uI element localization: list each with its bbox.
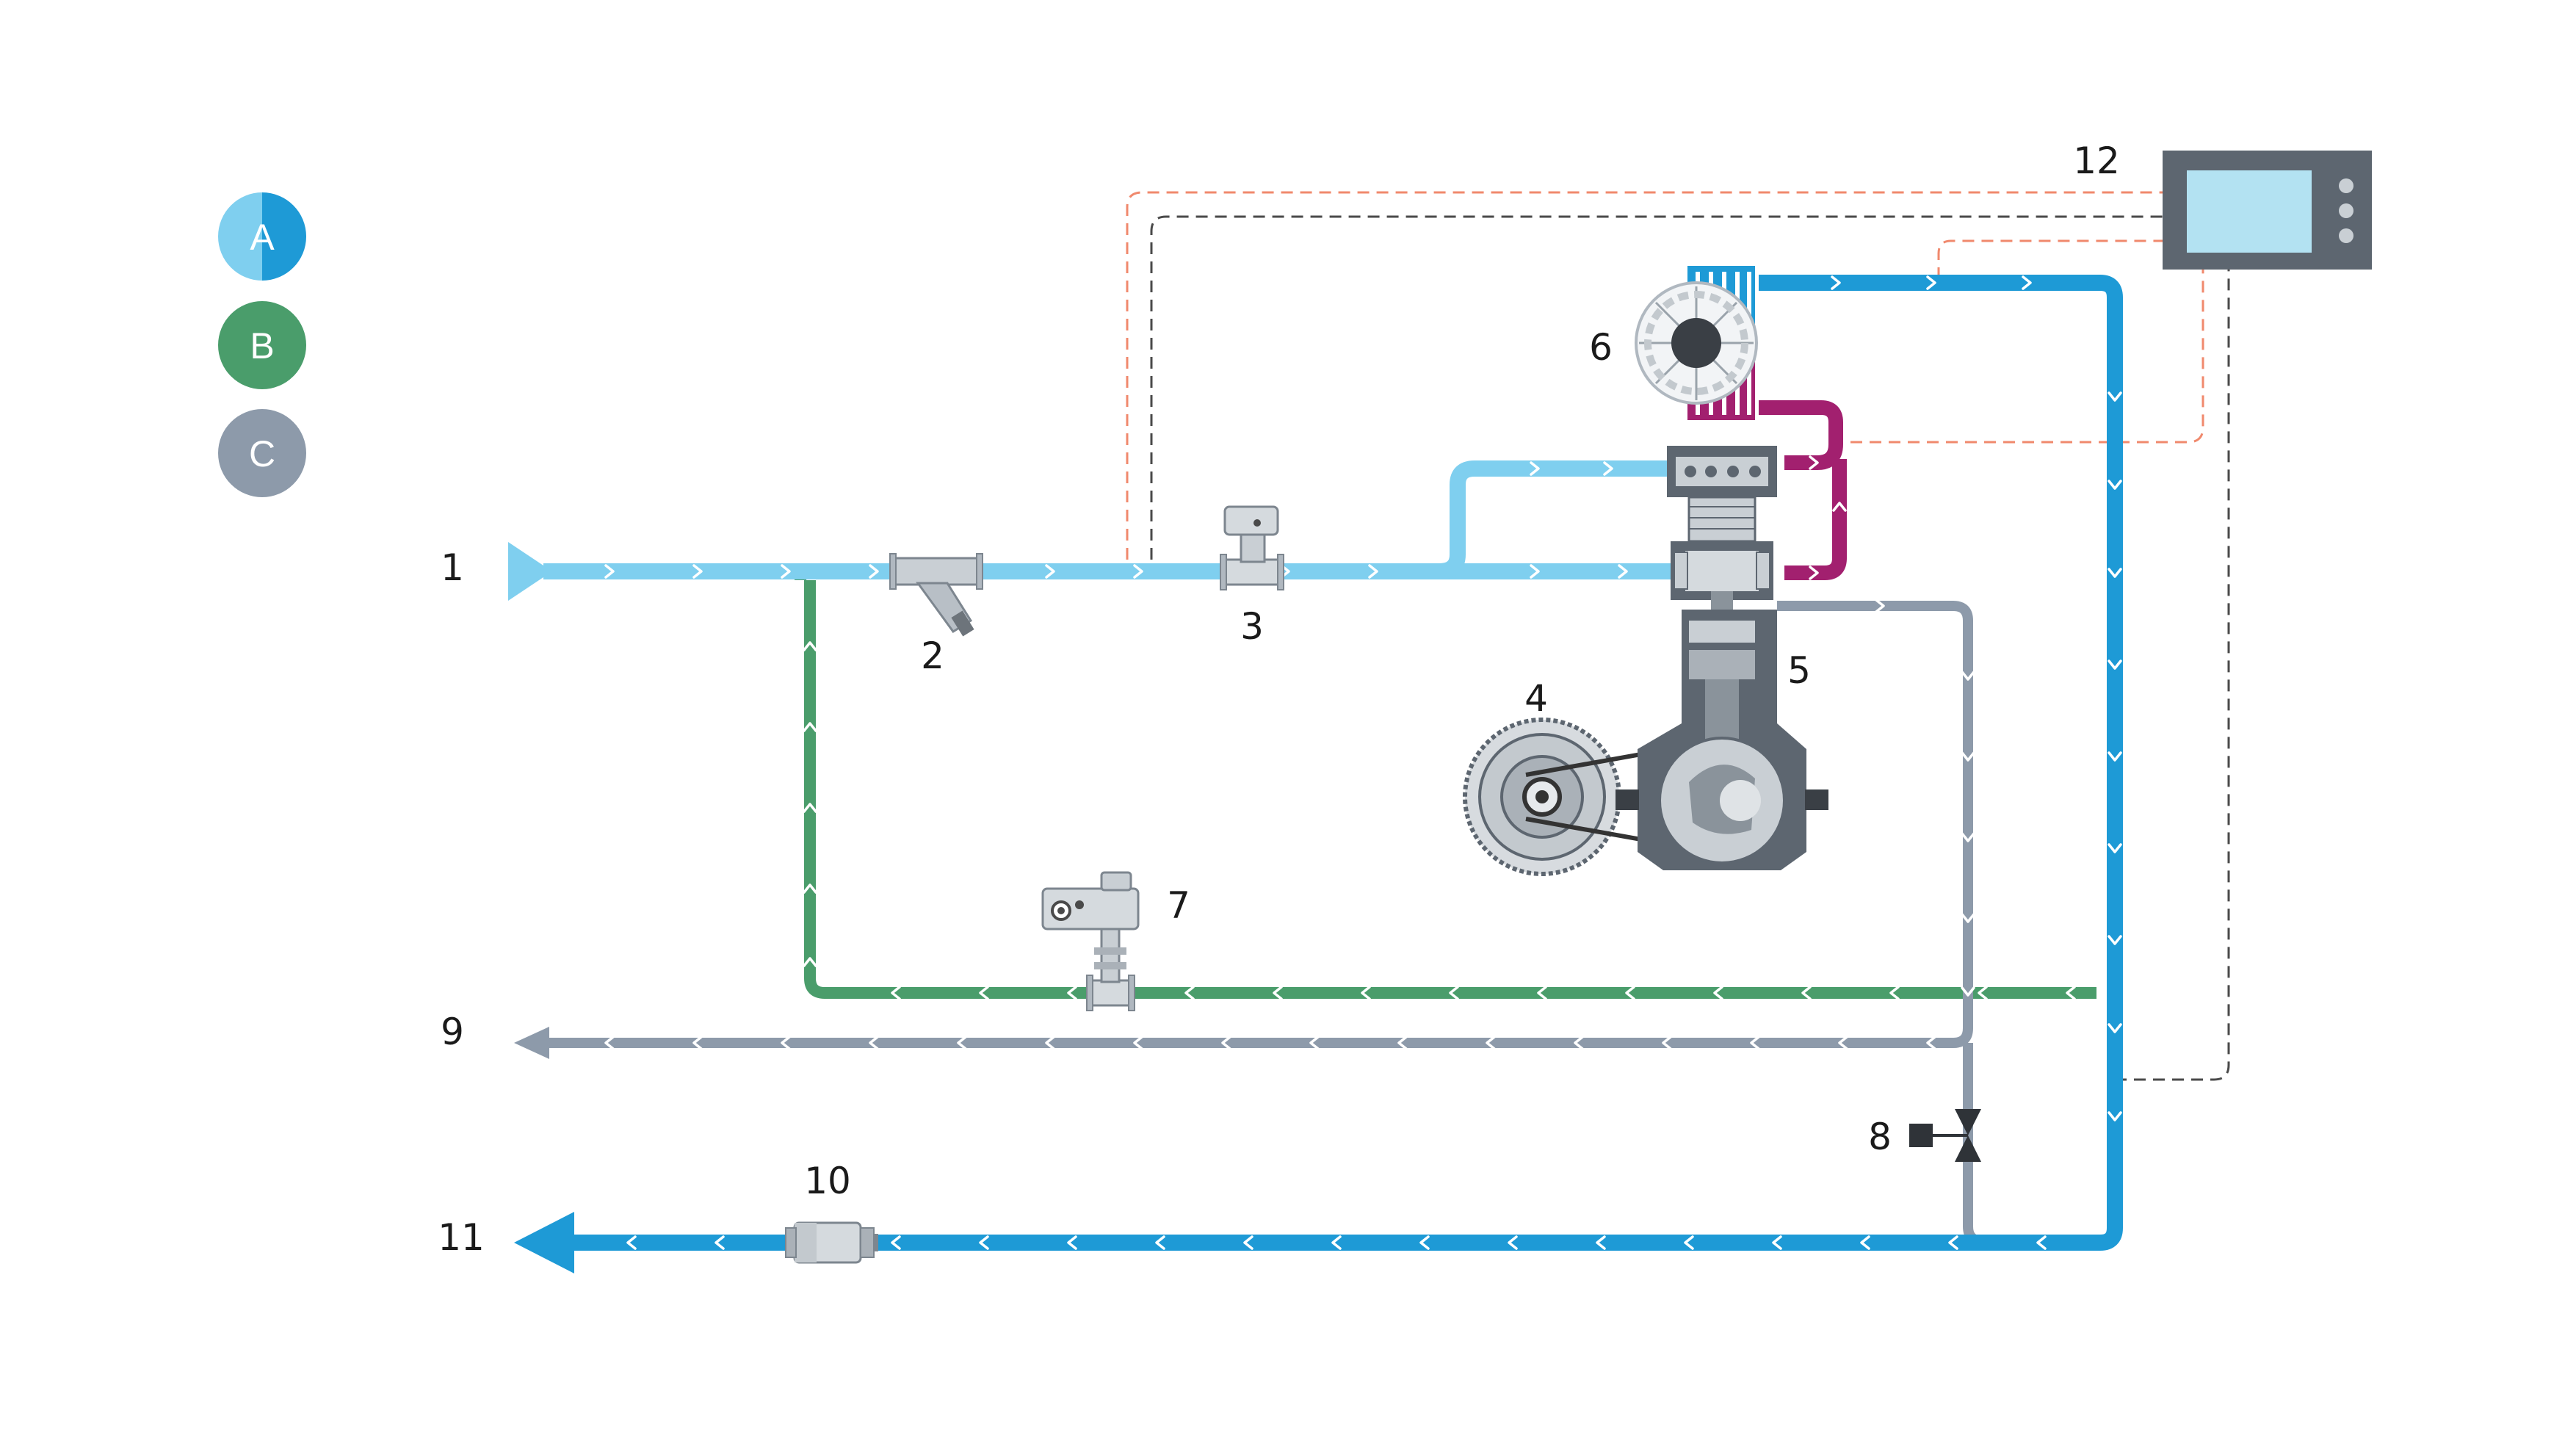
controller-icon[interactable] — [2163, 151, 2372, 270]
flow-meter-icon[interactable] — [1220, 505, 1284, 590]
label-4: 4 — [1524, 677, 1548, 720]
signal-line-orange-1 — [1126, 191, 2163, 560]
outlet-arrow-11 — [514, 1212, 574, 1273]
signal-lines — [1126, 191, 2230, 1081]
magenta-line — [1759, 400, 1847, 580]
signal-line-orange-3 — [1850, 268, 2204, 444]
y-strainer-icon[interactable] — [889, 553, 983, 637]
signal-line-dark-1 — [1150, 215, 2163, 560]
label-5: 5 — [1787, 649, 1811, 692]
legend-letter-c: C — [249, 433, 275, 474]
aftercooler-fan-icon[interactable] — [1635, 266, 1758, 420]
separator-icon[interactable] — [785, 1221, 878, 1264]
label-6: 6 — [1589, 326, 1613, 369]
control-valve-icon[interactable] — [1041, 871, 1140, 1011]
label-3: 3 — [1240, 605, 1264, 648]
compressor-icon[interactable] — [1616, 446, 1828, 870]
outlet-arrow-9 — [514, 1027, 549, 1059]
legend-item-a: A — [218, 192, 306, 281]
label-1: 1 — [441, 546, 464, 589]
label-9: 9 — [441, 1011, 464, 1053]
legend: A B C — [218, 192, 306, 497]
label-12: 12 — [2073, 140, 2120, 182]
legend-item-c: C — [218, 409, 306, 497]
number-labels: 1 2 3 4 5 6 7 8 9 10 11 12 — [438, 140, 2120, 1259]
solenoid-valve-icon[interactable] — [1909, 1109, 1981, 1162]
signal-line-dark-2 — [2115, 268, 2230, 1081]
light-blue-inlet-line — [508, 460, 1682, 601]
label-8: 8 — [1868, 1116, 1892, 1158]
blue-outlet-line — [514, 275, 2123, 1273]
motor-pulley-icon[interactable] — [1463, 718, 1712, 876]
label-10: 10 — [804, 1160, 851, 1202]
label-2: 2 — [921, 635, 944, 677]
legend-item-b: B — [218, 301, 306, 389]
signal-line-orange-2 — [1937, 239, 2163, 279]
legend-letter-a: A — [250, 217, 275, 258]
inlet-arrow-1 — [508, 542, 552, 601]
label-7: 7 — [1167, 884, 1190, 927]
legend-letter-b: B — [250, 325, 274, 366]
green-line — [795, 565, 2096, 1000]
label-11: 11 — [438, 1216, 485, 1259]
